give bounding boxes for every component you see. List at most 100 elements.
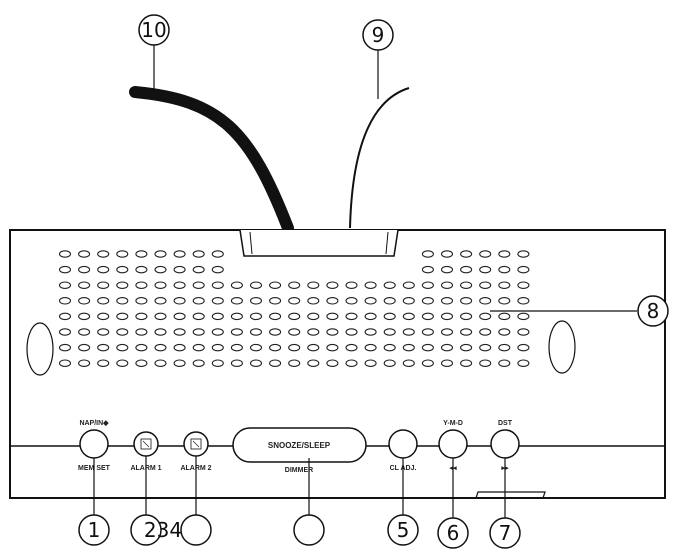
grille-hole (192, 343, 205, 352)
grille-hole (269, 312, 282, 321)
grille-hole (116, 281, 129, 289)
grille-hole (97, 343, 110, 352)
grille-hole (249, 281, 263, 289)
grille-hole (479, 281, 492, 289)
alarm-2-button[interactable] (183, 431, 209, 457)
grille-hole (498, 312, 511, 321)
grille-hole (192, 250, 205, 258)
grille-hole (269, 359, 282, 367)
grille-hole (517, 281, 530, 289)
grille-hole (364, 343, 377, 352)
callout-4-circle (293, 514, 325, 546)
grille-hole (192, 328, 205, 336)
grille-hole (479, 359, 492, 367)
grille-hole (364, 281, 377, 289)
callout-8-label: 8 (647, 299, 660, 323)
grille-hole (58, 312, 72, 321)
alarm-1-button[interactable] (133, 431, 159, 457)
grille-hole (58, 359, 72, 367)
grille-hole (154, 312, 167, 321)
grille-hole (383, 312, 396, 321)
grille-hole (460, 265, 473, 274)
grille-hole (364, 312, 377, 321)
grille-hole (173, 250, 186, 258)
grille-hole (307, 328, 320, 336)
grille-hole (460, 312, 473, 321)
grille-hole (517, 297, 530, 305)
grille-hole (345, 328, 358, 336)
grille-hole (135, 265, 148, 274)
grille-hole (230, 297, 243, 305)
grille-hole (440, 265, 454, 274)
grille-hole (97, 297, 110, 305)
grille-hole (440, 312, 454, 321)
grille-hole (135, 250, 148, 258)
grille-hole (479, 343, 492, 352)
grille-hole (154, 359, 167, 367)
grille-hole (78, 250, 91, 258)
grille-hole (211, 250, 224, 258)
ymd-rewind-button[interactable] (438, 429, 468, 459)
grille-hole (498, 250, 511, 258)
grille-hole (78, 297, 91, 305)
grille-hole (58, 297, 72, 305)
callout-1-circle (78, 514, 110, 546)
grille-hole (517, 265, 530, 274)
grille-hole (345, 359, 358, 367)
grille-hole (173, 343, 186, 352)
grille-hole (173, 281, 186, 289)
snooze-sleep-label: SNOOZE/SLEEP (268, 441, 331, 450)
grille-hole (479, 328, 492, 336)
grille-hole (58, 250, 72, 258)
clock-adjust-button[interactable] (388, 429, 418, 459)
grille-hole (211, 343, 224, 352)
grille-hole (116, 265, 129, 274)
grille-hole (58, 281, 72, 289)
grille-hole (154, 343, 167, 352)
grille-hole (192, 281, 205, 289)
grille-hole (460, 359, 473, 367)
grille-hole (460, 281, 473, 289)
grille-hole (58, 343, 72, 352)
grille-hole (440, 328, 454, 336)
grille-hole (173, 328, 186, 336)
speaker-grille (58, 250, 530, 367)
grille-hole (135, 312, 148, 321)
grille-hole (288, 328, 301, 336)
grille-hole (402, 297, 415, 305)
mount-tab (239, 229, 399, 257)
dst-forward-button[interactable] (490, 429, 520, 459)
snooze-sleep-dimmer-bar[interactable] (232, 427, 367, 463)
grille-hole (116, 328, 129, 336)
callout-10-circle (138, 14, 170, 46)
mount-tab-edge (385, 231, 389, 255)
callout-1-label: 1 (88, 518, 101, 542)
grille-hole (58, 328, 72, 336)
dst-label: DST (498, 420, 513, 427)
grille-hole (479, 312, 492, 321)
grille-hole (498, 297, 511, 305)
grille-hole (517, 343, 530, 352)
grille-hole (326, 312, 339, 321)
grille-hole (498, 265, 511, 274)
grille-hole (135, 281, 148, 289)
grille-hole (211, 265, 224, 274)
grille-hole (440, 343, 454, 352)
callout-5-circle (387, 514, 419, 546)
grille-hole (211, 359, 224, 367)
grille-hole (154, 250, 167, 258)
grille-hole (479, 250, 492, 258)
grille-hole (517, 312, 530, 321)
grille-hole (135, 343, 148, 352)
grille-hole (421, 328, 434, 336)
callout-3-circle (180, 514, 212, 546)
grille-hole (307, 281, 320, 289)
grille-hole (249, 359, 263, 367)
grille-hole (288, 297, 301, 305)
grille-hole (135, 297, 148, 305)
callout-6-circle (437, 517, 469, 549)
grille-hole (249, 297, 263, 305)
nap-mem-set-button[interactable] (79, 429, 109, 459)
grille-hole (211, 312, 224, 321)
grille-hole (345, 343, 358, 352)
